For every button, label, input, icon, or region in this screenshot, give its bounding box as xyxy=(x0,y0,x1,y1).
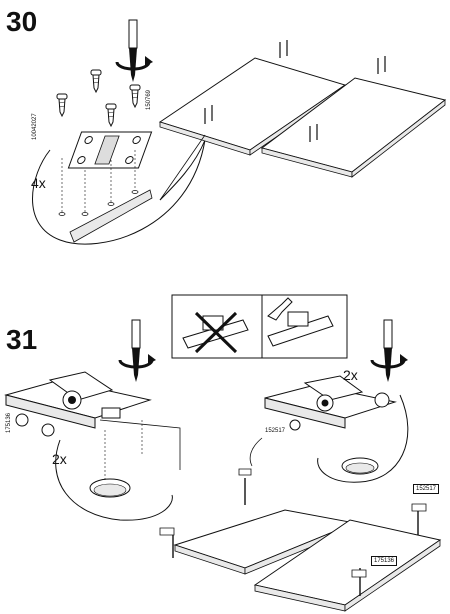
cross-icon xyxy=(196,313,236,352)
screwdriver-icon xyxy=(372,320,408,382)
cabinet-hinge-right xyxy=(265,376,395,430)
screw-4 xyxy=(130,85,140,107)
screwdriver-icon xyxy=(120,320,156,382)
part-id-label: 152517 xyxy=(265,428,286,434)
part-id-label: 150769 xyxy=(146,89,152,110)
hinge-plate xyxy=(68,132,151,168)
part-id-label: 175136 xyxy=(6,412,12,433)
part-id-label: 10042027 xyxy=(32,113,38,140)
screwdriver-icon xyxy=(117,20,153,82)
step-31-quantity-left: 2x xyxy=(52,451,67,467)
panel-edge-zoom xyxy=(70,190,152,242)
panel-right-30 xyxy=(262,78,445,177)
screw-1 xyxy=(57,94,67,116)
hinge-right xyxy=(268,312,333,346)
step-31-left-zoom xyxy=(56,440,173,520)
step-30-quantity: 4x xyxy=(31,175,46,191)
step-31-right-zoom xyxy=(318,395,408,482)
step-30-number: 30 xyxy=(6,6,38,37)
panel-screws-30 xyxy=(205,40,385,142)
step-31-number: 31 xyxy=(6,324,38,355)
cabinet-hinge-left xyxy=(6,372,150,436)
screw-2 xyxy=(91,70,101,92)
step-30-zoom-circle xyxy=(33,140,206,244)
panel-right-31 xyxy=(255,520,440,611)
step-31-quantity-right: 2x xyxy=(343,367,358,383)
pointing-hand-icon xyxy=(268,298,292,320)
screw-3 xyxy=(106,104,116,126)
part-id-box: 175136 xyxy=(371,556,398,566)
part-id-box: 152517 xyxy=(413,484,440,494)
